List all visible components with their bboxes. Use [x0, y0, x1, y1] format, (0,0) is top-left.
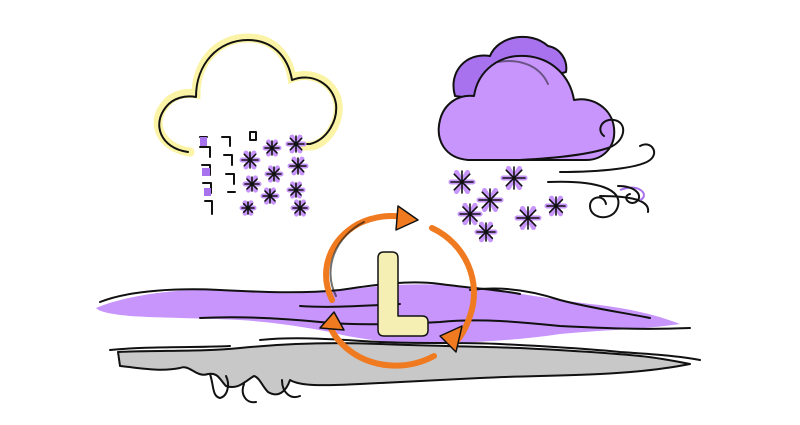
snowflake-icon	[476, 187, 504, 213]
cycle-arc-top	[323, 213, 411, 303]
snowflake-icon	[242, 175, 262, 193]
letter-l-shape	[377, 251, 429, 337]
snowflake-icon	[474, 221, 498, 243]
wind-icon	[519, 118, 656, 219]
letter-l-badge: L	[377, 251, 429, 337]
snow-wind-cloud-icon	[437, 36, 656, 243]
snowflake-icon	[262, 139, 282, 157]
snowflake-icon	[260, 187, 280, 205]
rain-snow-cloud-icon	[153, 33, 343, 217]
snowflake-icon	[239, 150, 261, 170]
snowflakes-right	[448, 165, 568, 243]
snowflake-icon	[285, 134, 307, 154]
snowflake-icon	[287, 156, 309, 176]
cloud-outline	[158, 39, 338, 153]
snowflakes-left	[239, 134, 310, 217]
snowflake-icon	[500, 165, 528, 191]
snowflake-icon	[239, 200, 257, 216]
gray-ground	[117, 342, 691, 396]
snowflake-icon	[544, 195, 568, 217]
snowflake-icon	[290, 199, 310, 217]
cloud-glow	[153, 33, 343, 157]
snowflake-icon	[286, 181, 306, 199]
rain-streaks	[199, 131, 257, 215]
cycle-arc-bottom	[327, 323, 437, 369]
snowflake-icon	[448, 169, 476, 195]
snowflake-icon	[514, 205, 542, 231]
ground-terrain-icon	[109, 337, 701, 404]
snowflake-icon	[457, 202, 483, 226]
cycle-arrows-icon	[319, 205, 477, 369]
cloud-front	[437, 54, 616, 161]
snowflake-icon	[264, 165, 284, 183]
